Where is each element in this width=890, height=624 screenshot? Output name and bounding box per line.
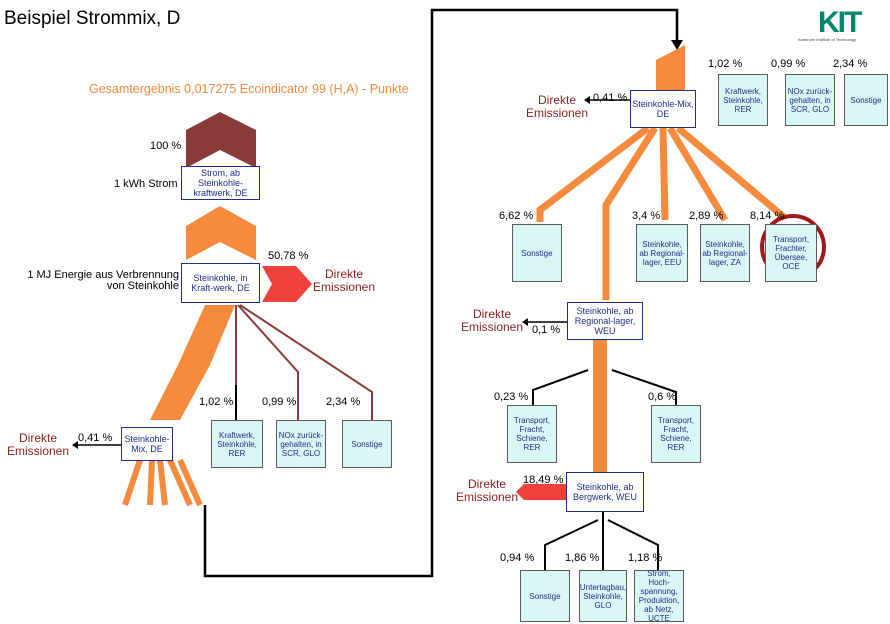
mix-node-left[interactable]: Steinkohle-Mix, DE: [121, 427, 173, 461]
connector-arrow-head: [671, 40, 683, 50]
top-child-box[interactable]: Kraftwerk, Steinkohle, RER: [718, 74, 768, 126]
main-flow-band: [150, 305, 235, 420]
bottom-child-box[interactable]: Untertagbau, Steinkohle, GLO: [579, 570, 627, 622]
energy-label: 1 MJ Energie aus Verbrennung von Steinko…: [27, 269, 179, 292]
left-child-pct: 2,34 %: [326, 396, 361, 408]
bergwerk-emission-label: Direkte Emissionen: [455, 477, 519, 504]
top-child-pct: 2,34 %: [833, 58, 868, 70]
mid-child-pct: 2,89 %: [689, 210, 724, 222]
top-flow-band: [186, 112, 256, 168]
mix-emission-pct-right: 0,41 %: [593, 92, 628, 104]
top-child-box[interactable]: Sonstige: [844, 74, 888, 126]
mix-out-flow: [122, 458, 203, 507]
bottom-child-pct: 1,86 %: [565, 552, 600, 564]
bergwerk-emission-arrow: [516, 484, 566, 500]
mix-emission-pct-left: 0,41 %: [78, 432, 113, 444]
transport-box[interactable]: Transport, Fracht, Schiene, RER: [507, 405, 557, 463]
page-title: Beispiel Strommix, D: [4, 8, 181, 29]
transport-pct: 0,23 %: [494, 391, 529, 403]
bottom-child-pct: 0,94 %: [500, 552, 535, 564]
bergwerk-node[interactable]: Steinkohle, ab Bergwerk, WEU: [566, 472, 644, 512]
mid-child-pct: 3,4 %: [632, 210, 661, 222]
mid-child-box-highlighted[interactable]: Transport, Frachter, Übersee, OCE: [765, 224, 817, 282]
mid-child-box[interactable]: Sonstige: [512, 224, 562, 282]
strom-flow-band: [186, 206, 256, 260]
bottom-child-box[interactable]: Strom, Hoch-spannung, Produktion, ab Net…: [634, 569, 684, 623]
mid-child-box[interactable]: Steinkohle, ab Regional-lager, EEU: [636, 224, 688, 282]
kit-logo: KIT: [818, 6, 862, 39]
transport-pct: 0,6 %: [648, 391, 677, 403]
left-child-pct: 0,99 %: [262, 396, 297, 408]
top-pct: 100 %: [150, 140, 182, 152]
right-mix-out-flows: [536, 125, 788, 300]
left-child-box[interactable]: NOx zurück-gehalten, in SCR, GLO: [276, 420, 326, 468]
bottom-child-pct: 1,18 %: [628, 552, 663, 564]
bergwerk-emission-pct: 18,49 %: [523, 474, 564, 486]
total-result: Gesamtergebnis 0,017275 Ecoindicator 99 …: [89, 82, 409, 96]
top-child-pct: 1,02 %: [708, 58, 743, 70]
mix-node-right[interactable]: Steinkohle-Mix, DE: [630, 90, 696, 128]
strom-label: 1 kWh Strom: [114, 178, 178, 190]
branch-lines-left: [235, 304, 373, 420]
left-child-box[interactable]: Sonstige: [342, 420, 392, 468]
strom-node[interactable]: Strom, ab Steinkohle-kraftwerk, DE: [181, 166, 260, 200]
regional-emission-label: Direkte Emissionen: [460, 307, 524, 334]
top-child-box[interactable]: NOx zurück-gehalten, in SCR, GLO: [785, 74, 835, 126]
emission-arrow: [262, 266, 312, 302]
arrow-head: [522, 318, 528, 326]
regional-node[interactable]: Steinkohle, ab Regional-lager, WEU: [567, 302, 643, 340]
left-child-box[interactable]: Kraftwerk, Steinkohle, RER: [211, 420, 263, 468]
arrow-head: [72, 441, 78, 449]
mid-child-box[interactable]: Steinkohle, ab Regional-lager, ZA: [700, 224, 750, 282]
left-child-pct: 1,02 %: [199, 396, 234, 408]
bottom-child-box[interactable]: Sonstige: [520, 570, 570, 622]
emission-pct: 50,78 %: [268, 250, 309, 262]
connector-line: [203, 8, 679, 578]
right-top-flow: [656, 45, 685, 92]
transport-box[interactable]: Transport, Fracht, Schiene, RER: [651, 405, 701, 463]
emission-label: Direkte Emissionen: [312, 267, 376, 294]
transport-branches: [532, 369, 677, 405]
mix-emission-label-left: Direkte Emissionen: [6, 431, 70, 458]
kit-logo-subtitle: Karlsruhe Institute of Technology: [798, 37, 856, 42]
arrow-head: [584, 96, 590, 104]
kraftwerk-node[interactable]: Steinkohle, in Kraft-werk, DE: [181, 263, 260, 303]
mid-child-pct: 8,14 %: [750, 210, 785, 222]
mix-emission-label-right: Direkte Emissionen: [525, 93, 589, 120]
mid-child-pct: 6,62 %: [499, 210, 534, 222]
regional-emission-pct: 0,1 %: [532, 324, 561, 336]
top-child-pct: 0,99 %: [771, 58, 806, 70]
bottom-branches: [544, 519, 659, 570]
